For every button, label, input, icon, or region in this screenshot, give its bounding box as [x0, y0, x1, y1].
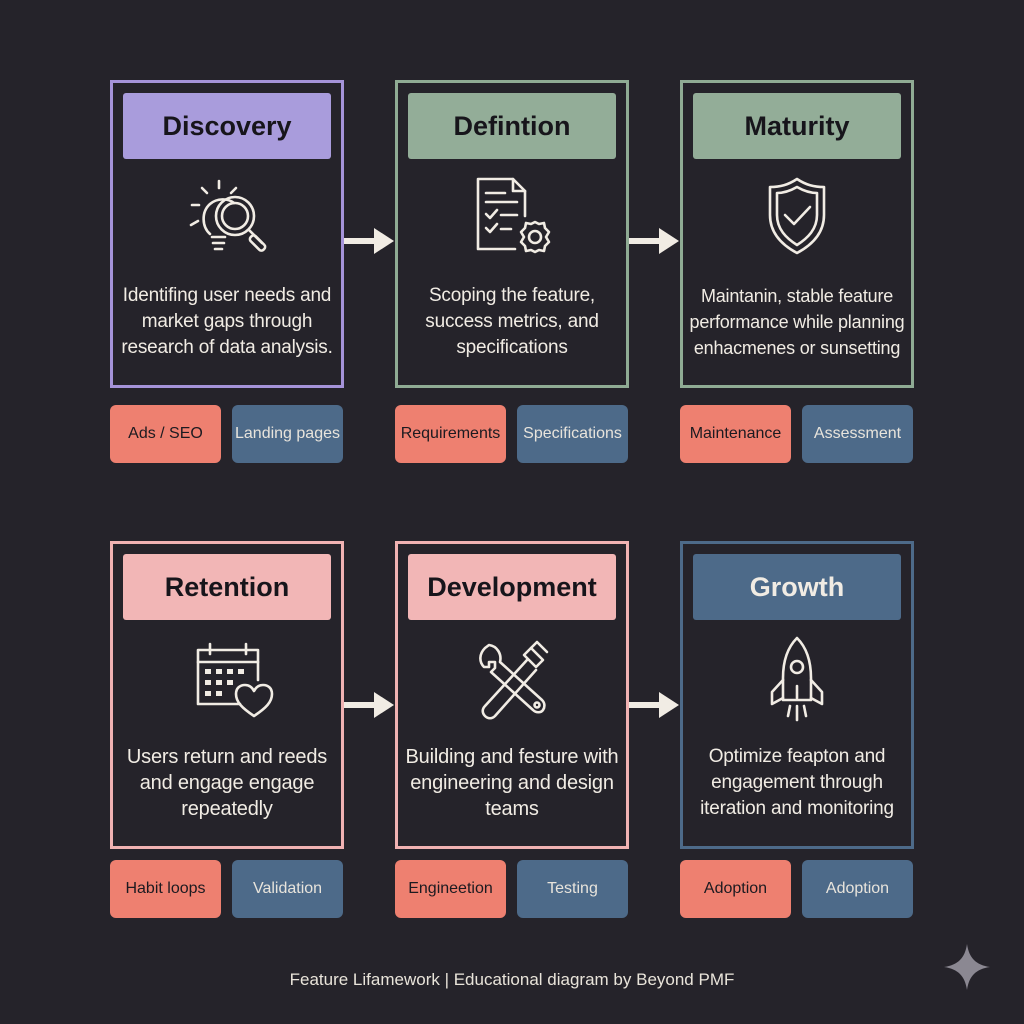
- stage-title: Growth: [693, 554, 901, 620]
- tag-engineetion: Engineetion: [395, 860, 506, 918]
- tag-testing: Testing: [517, 860, 628, 918]
- document-gear-icon: [455, 171, 569, 265]
- tag-adoption: Adoption: [680, 860, 791, 918]
- wrench-hammer-icon: [455, 632, 569, 726]
- tag-validation: Validation: [232, 860, 343, 918]
- stage-card-discovery: Discovery Identifing user needs and mark…: [110, 80, 344, 388]
- tag-specifications: Specifications: [517, 405, 628, 463]
- stage-card-definition: Defintion Scoping the feature, success m…: [395, 80, 629, 388]
- stage-card-growth: Growth Optimize feapton and engagement t…: [680, 541, 914, 849]
- sparkle-icon: [942, 942, 992, 992]
- tag-habit-loops: Habit loops: [110, 860, 221, 918]
- footer-caption: Feature Lifamework | Educational diagram…: [289, 970, 735, 989]
- lightbulb-magnifier-icon: [170, 171, 284, 265]
- stage-title: Discovery: [123, 93, 331, 159]
- tag-ads-seo: Ads / SEO: [110, 405, 221, 463]
- stage-description: Maintanin, stable feature performance wh…: [689, 286, 905, 358]
- stage-card-retention: Retention Users return and reeds and eng…: [110, 541, 344, 849]
- stage-title: Development: [408, 554, 616, 620]
- stage-title: Maturity: [693, 93, 901, 159]
- tag-landing-pages: Landing pages: [232, 405, 343, 463]
- arrow-right-icon: [344, 226, 396, 256]
- stage-description: Users return and reeds and engage engage…: [126, 746, 328, 820]
- stage-description: Optimize feapton and engagement through …: [700, 746, 894, 819]
- stage-card-maturity: Maturity Maintanin, stable feature perfo…: [680, 80, 914, 388]
- stage-card-development: Development Building and festure with en…: [395, 541, 629, 849]
- rocket-icon: [740, 632, 854, 726]
- tag-maintenance: Maintenance: [680, 405, 791, 463]
- stage-description: Building and festure with engineering an…: [405, 746, 619, 820]
- shield-check-icon: [740, 171, 854, 265]
- stage-description: Identifing user needs and market gaps th…: [121, 285, 333, 358]
- arrow-right-icon: [344, 690, 396, 720]
- stage-description: Scoping the feature, success metrics, an…: [425, 285, 599, 358]
- calendar-heart-icon: [170, 632, 284, 726]
- tag-assessment: Assessment: [802, 405, 913, 463]
- tag-adoption-secondary: Adoption: [802, 860, 913, 918]
- tag-requirements: Requirements: [395, 405, 506, 463]
- stage-title: Retention: [123, 554, 331, 620]
- arrow-right-icon: [629, 226, 681, 256]
- arrow-right-icon: [629, 690, 681, 720]
- stage-title: Defintion: [408, 93, 616, 159]
